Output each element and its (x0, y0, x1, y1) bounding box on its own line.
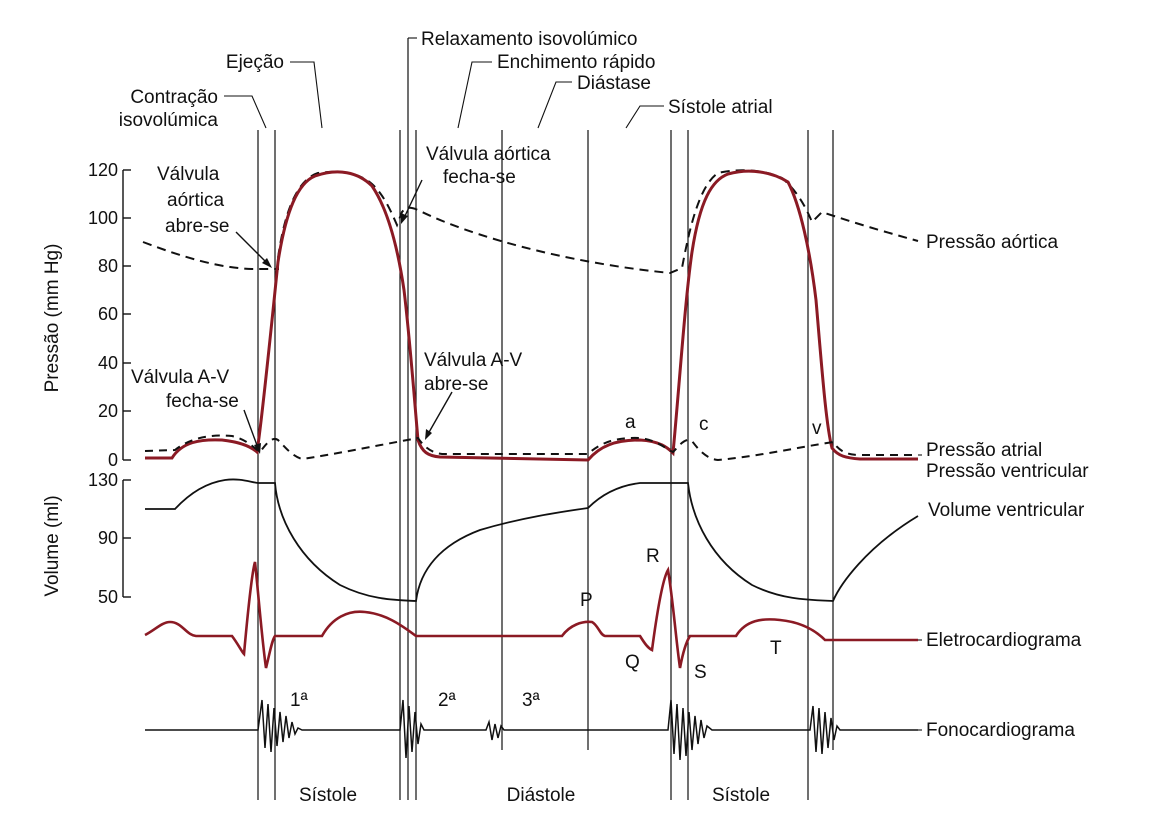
ecg-wave-s: S (694, 662, 707, 683)
ecg-wave-q: Q (625, 652, 640, 673)
annotation-aortic-opens-line3: abre-se (165, 216, 229, 237)
pressure-axis-title: Pressão (mm Hg) (42, 244, 63, 393)
pressure-tick-60: 60 (98, 304, 118, 324)
annotation-aortic-closes-line1: Válvula aórtica (426, 144, 551, 165)
phase-leaders (224, 37, 664, 129)
period-systole-2: Sístole (712, 785, 770, 806)
ventricular-pressure-curve (145, 169, 918, 462)
annotation-aortic-opens-line1: Válvula (157, 164, 220, 185)
label-ecg: Eletrocardiograma (926, 630, 1082, 651)
phase-diastasis: Diástase (577, 73, 651, 94)
phase-ejection: Ejeção (226, 52, 284, 73)
phase-atrial-systole: Sístole atrial (668, 97, 773, 118)
ecg-wave-t: T (770, 638, 782, 659)
annotation-aortic-opens-line2: aórtica (167, 190, 224, 211)
curve-label-leaders (918, 454, 922, 731)
ecg-trace (144, 561, 918, 669)
aortic-pressure-curve (142, 169, 919, 275)
volume-tick-90: 90 (98, 528, 118, 548)
ventricular-volume-curve (145, 478, 919, 602)
annotation-av-opens-line2: abre-se (424, 374, 488, 395)
pressure-tick-40: 40 (98, 353, 118, 373)
pressure-tick-0: 0 (108, 450, 118, 470)
heart-sound-third: 3ª (522, 690, 541, 711)
pressure-tick-80: 80 (98, 256, 118, 276)
annotation-av-opens-line1: Válvula A-V (424, 350, 523, 371)
heart-sound-second: 2ª (438, 690, 457, 711)
label-phonocardiogram: Fonocardiograma (926, 720, 1075, 741)
atrial-pressure-curve (144, 434, 918, 462)
phase-isovolumic-relaxation: Relaxamento isovolúmico (421, 29, 638, 50)
phase-isovolumic-contraction-line2: isovolúmica (119, 110, 219, 131)
label-ventricular-volume: Volume ventricular (928, 500, 1085, 521)
label-aortic-pressure: Pressão aórtica (926, 232, 1058, 253)
atrial-wave-c: c (699, 414, 709, 435)
volume-axis (122, 479, 131, 598)
pressure-tick-120: 120 (88, 160, 118, 180)
volume-axis-title: Volume (ml) (42, 495, 63, 596)
phase-boundary-lines (257, 38, 834, 800)
volume-tick-50: 50 (98, 587, 118, 607)
annotation-av-closes-line2: fecha-se (166, 391, 239, 412)
ecg-wave-r: R (646, 546, 660, 567)
phase-rapid-filling: Enchimento rápido (497, 52, 655, 73)
volume-tick-130: 130 (88, 470, 118, 490)
annotation-av-closes-line1: Válvula A-V (131, 367, 230, 388)
atrial-wave-v: v (812, 418, 822, 439)
annotation-aortic-closes-line2: fecha-se (443, 167, 516, 188)
phase-isovolumic-contraction-line1: Contração (130, 87, 218, 108)
pressure-tick-100: 100 (88, 208, 118, 228)
pressure-tick-20: 20 (98, 401, 118, 421)
pressure-axis (122, 169, 131, 461)
period-diastole: Diástole (507, 785, 576, 806)
heart-sound-first: 1ª (290, 690, 309, 711)
ecg-wave-p: P (580, 590, 593, 611)
valve-annotation-arrows (235, 179, 453, 454)
label-atrial-pressure: Pressão atrial (926, 440, 1042, 461)
phonocardiogram-trace (145, 699, 918, 761)
period-systole-1: Sístole (299, 785, 357, 806)
label-ventricular-pressure: Pressão ventricular (926, 461, 1089, 482)
atrial-wave-a: a (625, 412, 636, 433)
